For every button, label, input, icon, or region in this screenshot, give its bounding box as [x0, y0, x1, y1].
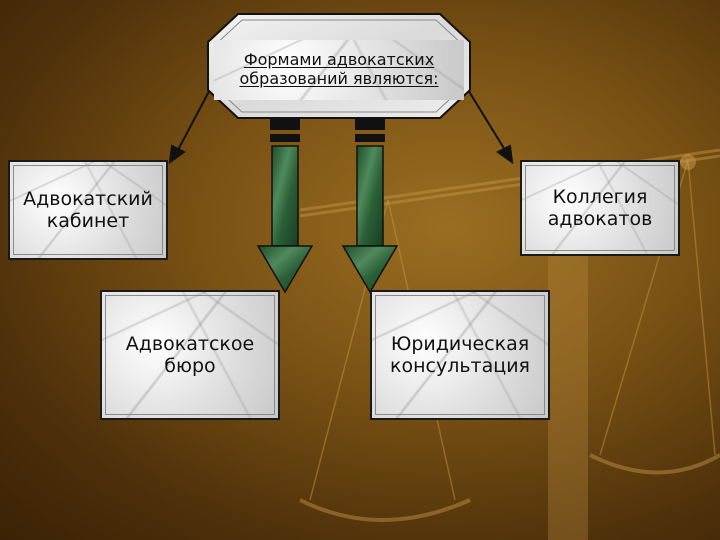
green-arrow-left	[256, 118, 314, 294]
box-advocate-bureau: Адвокатское бюро	[100, 290, 280, 420]
box-advocate-cabinet: Адвокатский кабинет	[8, 160, 168, 260]
college-label: Коллегия адвокатов	[547, 185, 653, 230]
green-arrow-right	[341, 118, 399, 294]
title-box: Формами адвокатских образований являются…	[214, 40, 464, 100]
box-legal-consultation: Юридическая консультация	[370, 290, 550, 420]
bureau-label: Адвокатское бюро	[125, 332, 255, 377]
title-text: Формами адвокатских образований являются…	[239, 50, 439, 88]
consultation-label: Юридическая консультация	[390, 332, 530, 377]
box-college-of-advocates: Коллегия адвокатов	[520, 160, 680, 256]
connector-right	[461, 79, 514, 165]
connector-left	[168, 79, 216, 165]
cabinet-label: Адвокатский кабинет	[23, 187, 153, 232]
